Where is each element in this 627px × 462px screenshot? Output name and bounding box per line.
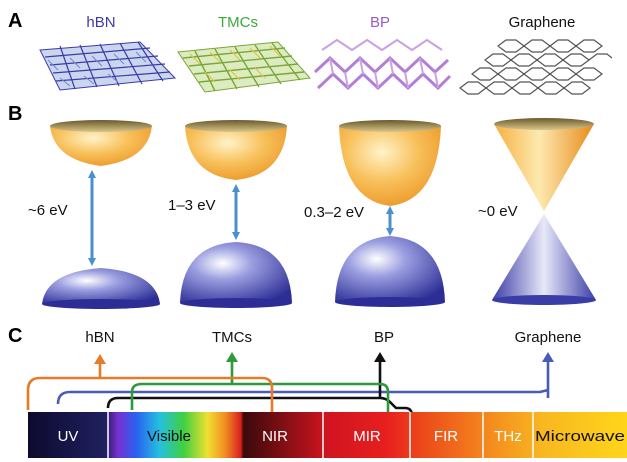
band-label-thz: THz — [494, 428, 522, 445]
material-title-graphene: Graphene — [509, 14, 576, 31]
spectrum-label-tmcs: TMCs — [212, 329, 252, 346]
bp-valence-band — [335, 236, 445, 302]
hbn-conduction-band-rim — [50, 120, 152, 132]
tmcs-gap-label: 1–3 eV — [168, 197, 216, 214]
spectrum-label-hbn: hBN — [85, 329, 114, 346]
graphene-valence-cone — [492, 214, 596, 300]
graphene-conduction-cone-rim — [494, 118, 594, 130]
tmcs-arrow-head — [226, 352, 238, 362]
panel-label-c: C — [8, 325, 22, 347]
bp-gap-label: 0.3–2 eV — [304, 204, 364, 221]
hbn-conduction-band — [50, 123, 152, 166]
graphene-arrow-head — [542, 352, 554, 362]
tmcs-lattice-illustration — [177, 41, 311, 93]
tmcs-valence-band — [180, 242, 292, 303]
hbn-band-structure: ~6 eV — [28, 120, 160, 309]
panel-label-b: B — [8, 103, 22, 125]
hbn-lattice-illustration — [39, 41, 177, 91]
hbn-valence-band — [42, 268, 160, 304]
band-label-microwave: Microwave — [535, 428, 625, 445]
band-label-mir: MIR — [353, 428, 381, 445]
band-label-uv: UV — [58, 428, 79, 445]
bp-conduction-band-rim — [339, 120, 441, 132]
bp-lattice-illustration — [313, 38, 452, 91]
graphene-lattice-illustration — [459, 39, 613, 95]
band-label-visible: Visible — [147, 428, 191, 445]
band-label-fir: FIR — [434, 428, 458, 445]
material-title-hbn: hBN — [86, 14, 115, 31]
tmcs-range-bracket — [130, 362, 390, 414]
hbn-gap-label: ~6 eV — [28, 202, 68, 219]
bp-range-bracket — [106, 362, 414, 417]
hbn-range-bracket — [26, 364, 274, 414]
hbn-arrow-head — [94, 354, 106, 364]
graphene-band-structure: ~0 eV — [478, 118, 596, 305]
material-title-bp: BP — [370, 14, 390, 31]
spectrum-bar — [28, 412, 627, 458]
panel-label-a: A — [8, 10, 22, 32]
material-title-tmcs: TMCs — [218, 14, 258, 31]
bp-conduction-band — [339, 123, 441, 206]
graphene-gap-label: ~0 eV — [478, 203, 518, 220]
tmcs-band-structure: 1–3 eV — [168, 120, 292, 308]
spectrum-label-bp: BP — [374, 329, 394, 346]
spectrum-dividers — [107, 412, 534, 458]
graphene-range-bracket — [56, 360, 550, 405]
graphene-conduction-cone — [494, 124, 594, 211]
spectrum-label-graphene: Graphene — [515, 329, 582, 346]
tmcs-conduction-band-rim — [185, 120, 287, 132]
bp-arrow-head — [374, 352, 386, 362]
band-label-nir: NIR — [262, 428, 288, 445]
tmcs-conduction-band — [185, 123, 287, 180]
bp-band-structure: 0.3–2 eV — [304, 120, 445, 307]
